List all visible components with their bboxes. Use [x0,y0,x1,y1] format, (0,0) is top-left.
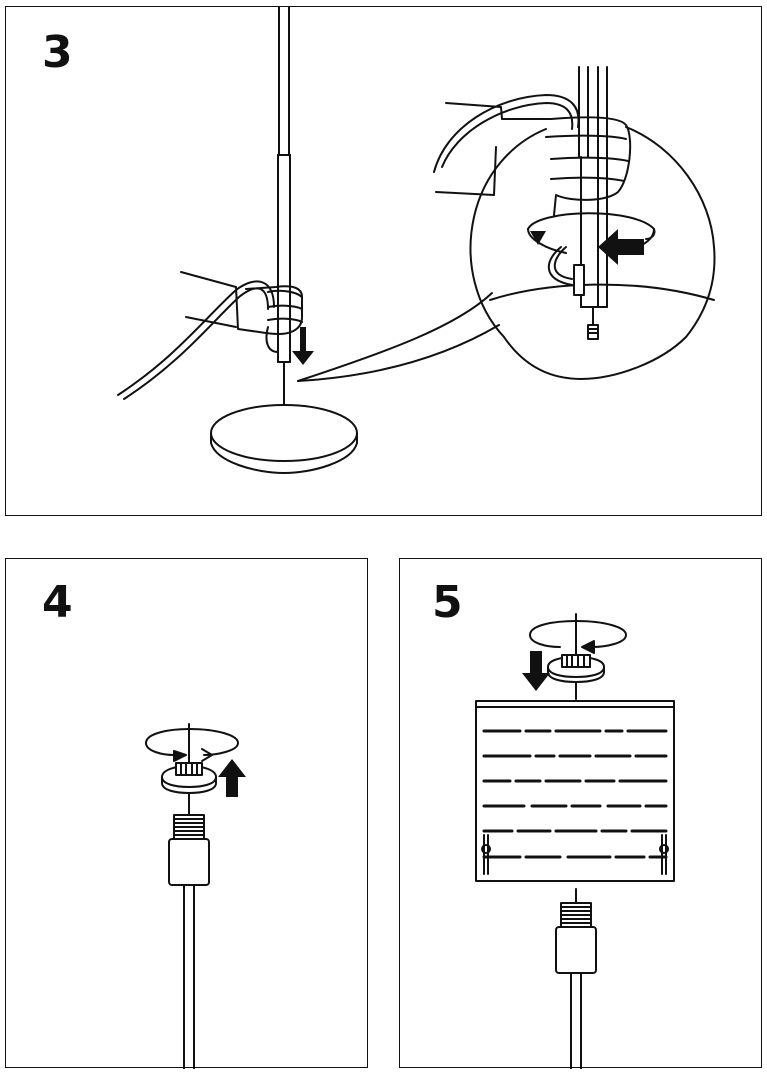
step-5-number: 5 [432,577,463,628]
step-4-number: 4 [42,577,73,628]
lamp-cable [117,280,275,396]
step-3-panel: 3 [5,6,762,516]
down-arrow-icon [522,651,550,691]
rotate-arrow-icon [527,212,656,240]
hand-illustration [180,271,303,335]
lamp-base [210,404,358,474]
ring-nut [161,762,217,794]
step-4-illustration [145,723,246,1069]
step-5-illustration [475,613,675,1069]
lamp-pole [277,7,291,363]
step-3-illustration [117,7,716,474]
lamp-shade [475,700,675,882]
step-4-panel: 4 [5,558,368,1069]
zoom-detail-circle [433,66,716,380]
ring-nut [547,654,605,683]
lamp-socket [555,902,597,1069]
down-arrow-icon [292,327,314,365]
step-5-panel: 5 [399,558,762,1069]
step-3-number: 3 [42,27,73,78]
rotate-arrow-icon [529,620,627,648]
up-arrow-icon [218,759,246,797]
left-arrow-icon [598,229,644,265]
lamp-socket [168,814,210,1069]
rotate-arrow-icon [145,728,239,756]
